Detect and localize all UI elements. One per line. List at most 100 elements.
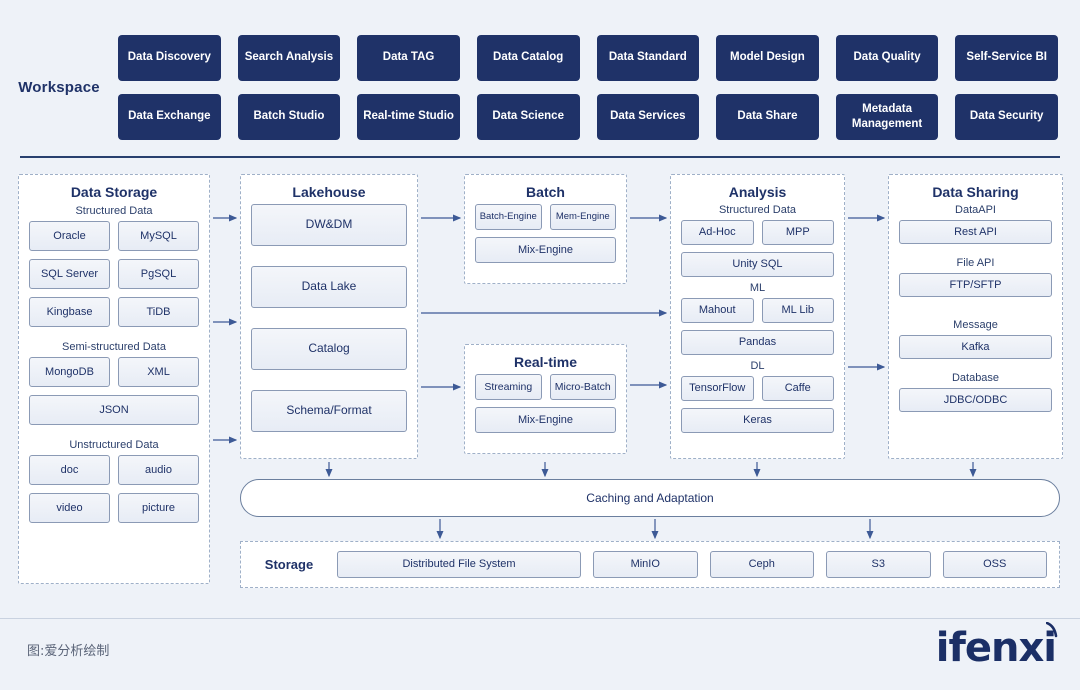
caching-and-adaptation-bar[interactable]: Caching and Adaptation [240, 479, 1060, 517]
box-schema-format[interactable]: Schema/Format [251, 390, 407, 432]
workspace-tile-self-service-bi[interactable]: Self-Service BI [955, 34, 1058, 81]
box-pandas[interactable]: Pandas [681, 330, 834, 355]
box-kingbase[interactable]: Kingbase [29, 297, 110, 327]
box-row: TensorFlow Caffe [681, 376, 834, 401]
box-rest-api[interactable]: Rest API [899, 220, 1052, 244]
workspace-tile-data-services[interactable]: Data Services [596, 93, 700, 140]
box-row: Streaming Micro-Batch [475, 374, 616, 400]
box-tensorflow[interactable]: TensorFlow [681, 376, 754, 401]
box-s3[interactable]: S3 [826, 551, 931, 578]
box-pgsql[interactable]: PgSQL [118, 259, 199, 289]
group-label-analysis-structured-data: Structured Data [718, 204, 797, 216]
ifenxi-logo: ifenxi [935, 622, 1058, 671]
box-realtime-mix-engine[interactable]: Mix-Engine [475, 407, 616, 433]
box-micro-batch[interactable]: Micro-Batch [549, 374, 616, 400]
column-title-analysis: Analysis [728, 184, 787, 200]
box-picture[interactable]: picture [118, 493, 199, 523]
box-oracle[interactable]: Oracle [29, 221, 110, 251]
box-row: Ad-Hoc MPP [681, 220, 834, 245]
workspace-tile-data-science[interactable]: Data Science [476, 93, 580, 140]
workspace-tile-data-share[interactable]: Data Share [716, 93, 819, 140]
box-batch-engine[interactable]: Batch-Engine [475, 204, 542, 230]
workspace-tile-real-time-studio[interactable]: Real-time Studio [357, 93, 460, 140]
box-mongodb[interactable]: MongoDB [29, 357, 110, 387]
workspace-tile-data-exchange[interactable]: Data Exchange [118, 93, 221, 140]
workspace-tile-data-standard[interactable]: Data Standard [596, 34, 700, 81]
box-row: MongoDB XML [29, 357, 199, 387]
box-jdbc-odbc[interactable]: JDBC/ODBC [899, 388, 1052, 412]
storage-layer-label: Storage [264, 557, 314, 572]
workspace-tile-model-design[interactable]: Model Design [716, 34, 819, 81]
box-doc[interactable]: doc [29, 455, 110, 485]
box-row: doc audio [29, 455, 199, 485]
ifenxi-logo-text: ifenxi [935, 625, 1057, 671]
column-analysis: Analysis Structured Data Ad-Hoc MPP Unit… [670, 174, 845, 459]
box-xml[interactable]: XML [118, 357, 199, 387]
box-ml-lib[interactable]: ML Lib [761, 298, 834, 323]
workspace-label: Workspace [18, 78, 100, 96]
box-row: Oracle MySQL [29, 221, 199, 251]
box-row: SQL Server PgSQL [29, 259, 199, 289]
group-label-file-api: File API [956, 257, 995, 269]
box-dw-dm[interactable]: DW&DM [251, 204, 407, 246]
box-row: Keras [681, 408, 834, 433]
box-sql-server[interactable]: SQL Server [29, 259, 110, 289]
box-video[interactable]: video [29, 493, 110, 523]
column-real-time: Real-time Streaming Micro-Batch Mix-Engi… [464, 344, 627, 454]
workspace-tile-batch-studio[interactable]: Batch Studio [237, 93, 341, 140]
logo-tick-icon [1046, 622, 1058, 638]
group-label-database: Database [951, 372, 1000, 384]
box-tidb[interactable]: TiDB [118, 297, 199, 327]
column-title-lakehouse: Lakehouse [292, 184, 366, 200]
box-row: Mahout ML Lib [681, 298, 834, 323]
group-label-dl: DL [750, 360, 765, 372]
workspace-tile-data-tag[interactable]: Data TAG [357, 34, 460, 81]
box-keras[interactable]: Keras [681, 408, 834, 433]
box-row: Pandas [681, 330, 834, 355]
box-row: JSON [29, 395, 199, 425]
workspace-tile-data-catalog[interactable]: Data Catalog [476, 34, 580, 81]
box-distributed-file-system[interactable]: Distributed File System [337, 551, 581, 578]
box-unity-sql[interactable]: Unity SQL [681, 252, 834, 277]
storage-layer-bar: Storage Distributed File System MinIO Ce… [240, 541, 1060, 588]
box-catalog[interactable]: Catalog [251, 328, 407, 370]
box-audio[interactable]: audio [118, 455, 199, 485]
box-mysql[interactable]: MySQL [118, 221, 199, 251]
column-title-batch: Batch [526, 184, 565, 200]
workspace-tile-search-analysis[interactable]: Search Analysis [237, 34, 341, 81]
footer-divider [0, 618, 1080, 619]
box-mpp[interactable]: MPP [761, 220, 834, 245]
box-row: Kingbase TiDB [29, 297, 199, 327]
box-row: Batch-Engine Mem-Engine [475, 204, 616, 230]
header-divider [20, 156, 1060, 158]
box-json[interactable]: JSON [29, 395, 199, 425]
box-streaming[interactable]: Streaming [475, 374, 542, 400]
workspace-tile-data-discovery[interactable]: Data Discovery [118, 34, 221, 81]
box-mahout[interactable]: Mahout [681, 298, 754, 323]
workspace-tile-data-quality[interactable]: Data Quality [835, 34, 939, 81]
box-ftp-sftp[interactable]: FTP/SFTP [899, 273, 1052, 297]
column-title-data-storage: Data Storage [70, 184, 158, 200]
box-row: video picture [29, 493, 199, 523]
column-data-sharing: Data Sharing DataAPI Rest API File API F… [888, 174, 1063, 459]
column-batch: Batch Batch-Engine Mem-Engine Mix-Engine [464, 174, 627, 284]
box-oss[interactable]: OSS [942, 551, 1047, 578]
box-ad-hoc[interactable]: Ad-Hoc [681, 220, 754, 245]
box-data-lake[interactable]: Data Lake [251, 266, 407, 308]
workspace-tile-grid: Data Discovery Search Analysis Data TAG … [118, 34, 1080, 140]
box-minio[interactable]: MinIO [593, 551, 698, 578]
box-ceph[interactable]: Ceph [709, 551, 814, 578]
group-label-structured-data: Structured Data [75, 205, 153, 217]
workspace-tile-data-security[interactable]: Data Security [955, 93, 1058, 140]
column-title-real-time: Real-time [513, 354, 578, 370]
box-batch-mix-engine[interactable]: Mix-Engine [475, 237, 616, 263]
column-title-data-sharing: Data Sharing [932, 184, 1019, 200]
box-kafka[interactable]: Kafka [899, 335, 1052, 359]
group-label-semi-structured-data: Semi-structured Data [62, 341, 166, 353]
workspace-tile-metadata-management[interactable]: Metadata Management [835, 93, 939, 140]
box-caffe[interactable]: Caffe [761, 376, 834, 401]
group-label-ml: ML [749, 282, 766, 294]
box-mem-engine[interactable]: Mem-Engine [549, 204, 616, 230]
workspace-section: Workspace Data Discovery Search Analysis… [0, 22, 1080, 152]
